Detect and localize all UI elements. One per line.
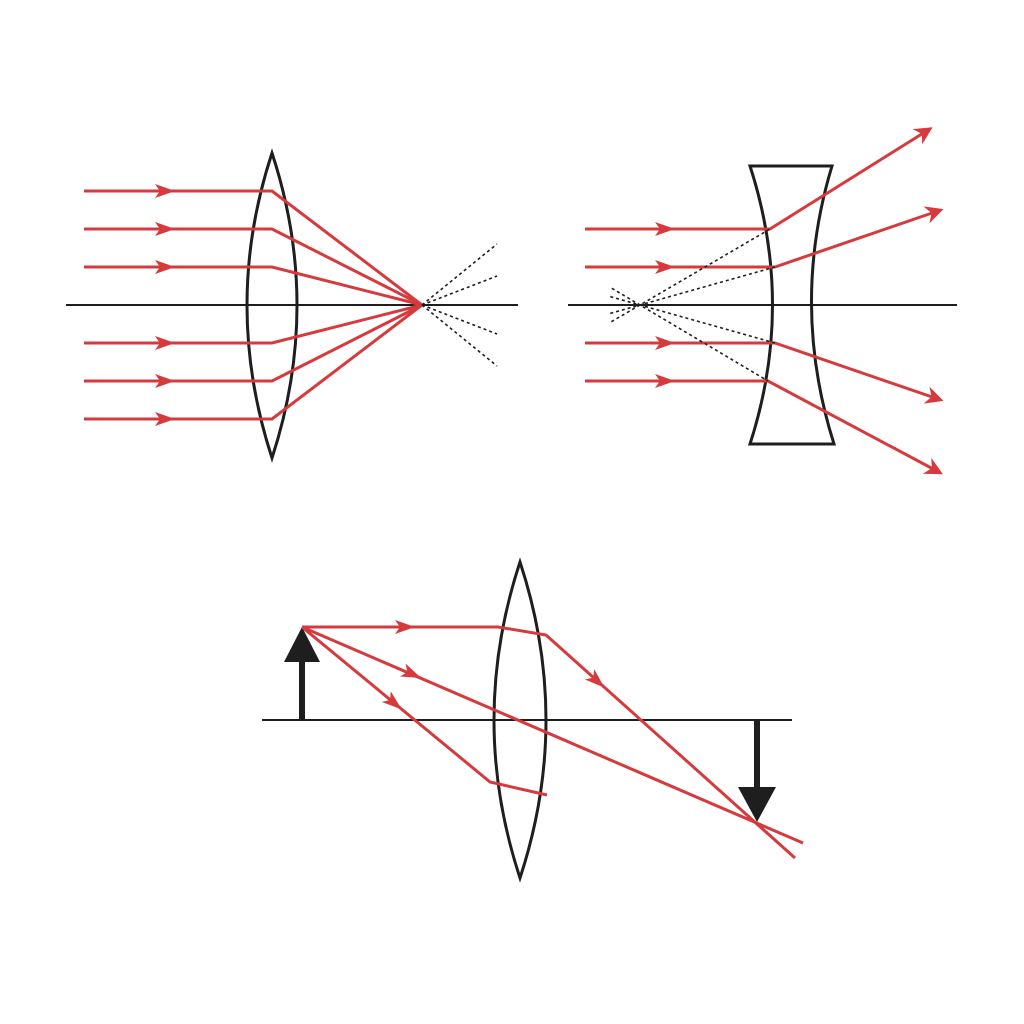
biconvex-lens (245, 148, 299, 463)
virtual-focus-dashed-lines (610, 228, 776, 382)
ray-direction-arrow (584, 669, 605, 688)
biconcave-lens (747, 164, 837, 446)
dashed-extension (421, 304, 498, 335)
ray-direction-arrow (381, 691, 402, 710)
light-ray (301, 625, 548, 797)
ray-direction-arrow (155, 412, 175, 426)
dashed-extension (421, 275, 498, 306)
light-ray (585, 341, 944, 404)
ray-direction-arrow (395, 620, 415, 634)
ray-direction-arrow (655, 336, 675, 350)
light-ray (84, 303, 423, 421)
ray-direction-arrow (155, 374, 175, 388)
ray-direction-arrow (155, 260, 175, 274)
light-ray (585, 206, 944, 269)
dashed-extension (421, 243, 498, 306)
light-ray (84, 265, 423, 307)
dashed-extension (421, 304, 498, 367)
ray-direction-arrow (400, 663, 422, 678)
ray-direction-arrow (155, 184, 175, 198)
ray-direction-arrow (155, 336, 175, 350)
ray-direction-arrow (655, 374, 675, 388)
diverging-lens-diagram (568, 127, 957, 475)
diverging-rays (585, 127, 944, 475)
ray-direction-arrow (155, 222, 175, 236)
ray-direction-arrow (655, 260, 675, 274)
converging-lens-diagram (66, 148, 518, 463)
light-ray (302, 625, 797, 860)
image-formation-diagram (262, 557, 804, 883)
principal-rays (301, 620, 804, 860)
dashed-extension (610, 295, 776, 344)
object-arrow (284, 627, 320, 720)
dashed-extension (611, 287, 769, 382)
parallel-rays (84, 184, 423, 426)
dashed-extension (610, 228, 771, 323)
light-ray (84, 189, 423, 307)
light-ray (585, 379, 943, 475)
biconvex-lens (492, 557, 548, 883)
image-arrow (738, 720, 776, 822)
diverging-dashed-extensions (421, 243, 498, 367)
light-ray (84, 303, 423, 383)
light-ray (585, 127, 933, 231)
light-ray (84, 303, 423, 345)
ray-direction-arrow (655, 222, 675, 236)
dashed-extension (610, 266, 776, 315)
light-ray (84, 227, 423, 307)
light-ray (301, 625, 804, 845)
